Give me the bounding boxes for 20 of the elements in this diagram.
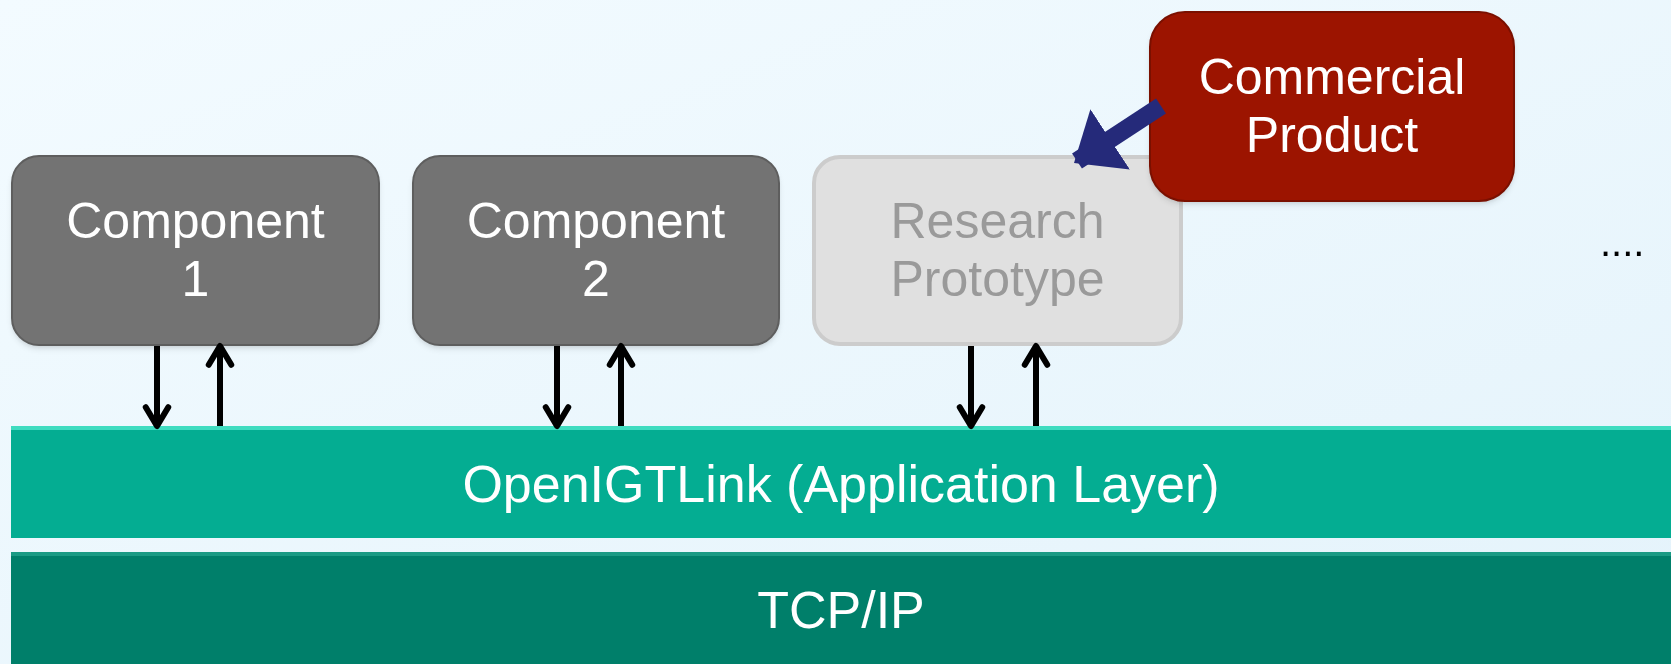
node-label: Commercial Product [1197, 49, 1467, 164]
arrow [542, 346, 572, 429]
layer-band [11, 552, 1671, 664]
node-label: Component 1 [65, 193, 326, 308]
prototype-box [812, 155, 1183, 346]
node-label: TCP/IP [757, 580, 925, 641]
node-label: OpenIGTLink (Application Layer) [462, 454, 1220, 515]
node-label: Research Prototype [889, 193, 1106, 308]
arrow [956, 346, 986, 429]
ellipsis-text: .... [1600, 222, 1645, 262]
component-box [412, 155, 780, 346]
product-box [1149, 11, 1515, 202]
component-box [11, 155, 380, 346]
node-label: Component 2 [465, 193, 727, 308]
arrow [142, 346, 172, 429]
arrow [606, 343, 636, 426]
arrow [1021, 343, 1051, 426]
layer-band [11, 426, 1671, 538]
block-arrow [1072, 98, 1166, 170]
arrow [205, 343, 235, 426]
